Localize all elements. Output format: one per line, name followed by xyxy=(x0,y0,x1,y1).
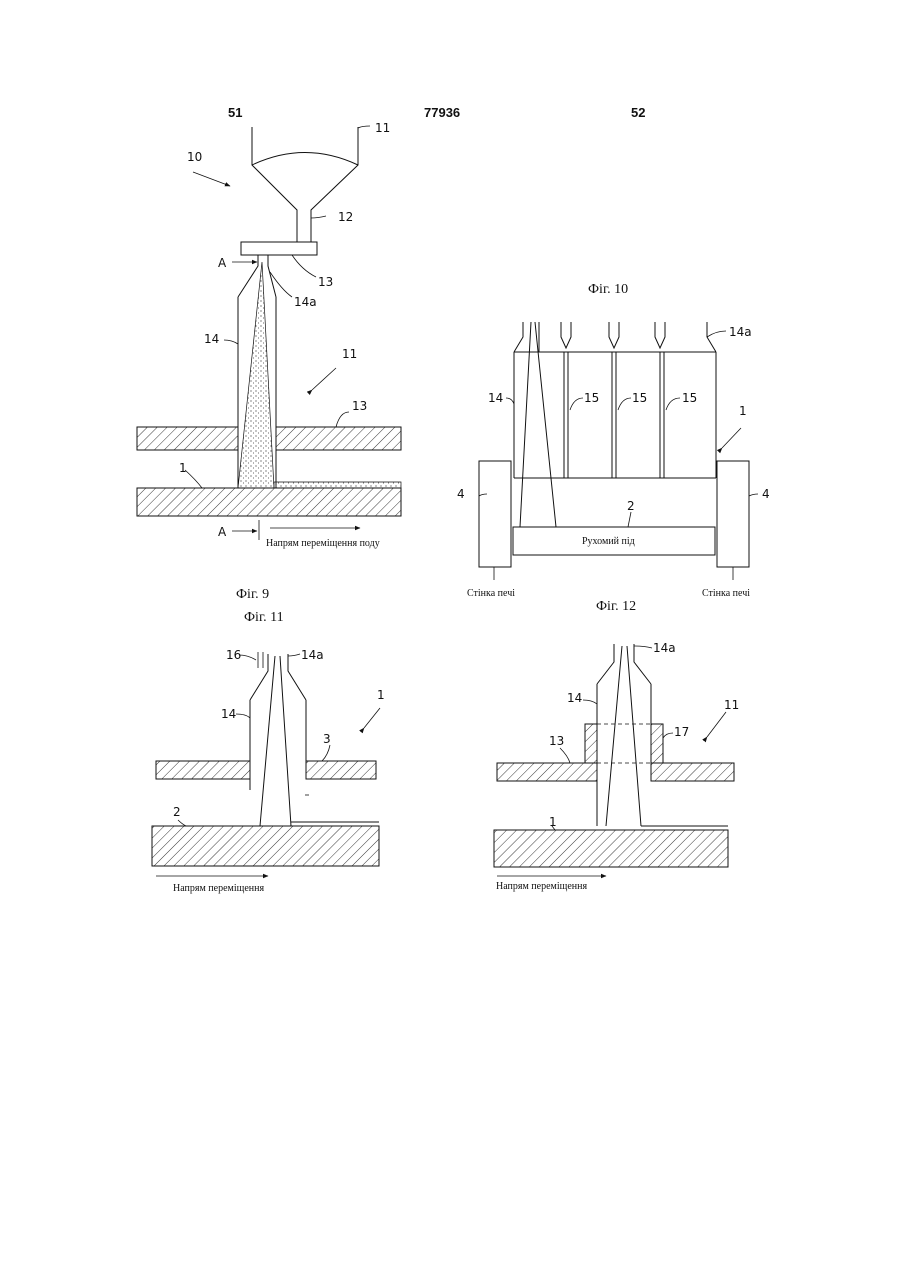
ref-11: 11 xyxy=(724,698,739,712)
figure-10-caption: Фіг. 10 xyxy=(588,282,628,297)
ref-14a: 14a xyxy=(294,295,317,309)
ref-1: 1 xyxy=(377,688,385,702)
ref-12: 12 xyxy=(338,210,353,224)
ref-14: 14 xyxy=(567,691,582,705)
ref-14a: 14a xyxy=(653,641,676,655)
ref-a-top: A xyxy=(218,256,227,270)
ref-15-second: 15 xyxy=(632,391,647,405)
figure-11-caption: Фіг. 11 xyxy=(244,610,284,625)
ref-11-hopper: 11 xyxy=(375,121,390,135)
ref-2: 2 xyxy=(627,499,635,513)
direction-label: Напрям переміщення xyxy=(496,881,587,892)
ref-17: 17 xyxy=(674,725,689,739)
ref-4-left: 4 xyxy=(457,487,465,501)
figure-9-caption: Фіг. 9 xyxy=(236,587,269,602)
direction-label: Напрям переміщення поду xyxy=(266,538,380,549)
ref-4-right: 4 xyxy=(762,487,770,501)
ref-13-wall: 13 xyxy=(352,399,367,413)
ref-16: 16 xyxy=(226,648,241,662)
ref-15-third: 15 xyxy=(682,391,697,405)
figure-11: Фіг. 11 16 14a 14 1 3 2 Напрям п xyxy=(152,610,385,894)
ref-15-first: 15 xyxy=(584,391,599,405)
ref-a-bottom: A xyxy=(218,525,227,539)
patent-number: 77936 xyxy=(424,105,460,120)
ref-1: 1 xyxy=(549,815,557,829)
page-number-right: 52 xyxy=(631,105,645,120)
ref-10: 10 xyxy=(187,150,202,164)
ref-14a: 14a xyxy=(729,325,752,339)
figure-12-caption: Фіг. 12 xyxy=(596,599,636,614)
figure-9: 10 11 12 A 13 14a 14 11 13 1 A Напрям пе… xyxy=(137,121,401,602)
furnace-wall-left: Стінка печі xyxy=(467,588,515,599)
ref-1: 1 xyxy=(179,461,187,475)
figure-12: Фіг. 12 14a 14 11 13 17 1 Н xyxy=(494,599,739,892)
moving-hearth-label: Рухомий під xyxy=(582,536,635,547)
figure-10: Фіг. 10 xyxy=(457,282,770,599)
ref-14: 14 xyxy=(488,391,503,405)
ref-3: 3 xyxy=(323,732,331,746)
furnace-wall-right: Стінка печі xyxy=(702,588,750,599)
ref-13: 13 xyxy=(549,734,564,748)
ref-2: 2 xyxy=(173,805,181,819)
ref-14: 14 xyxy=(204,332,219,346)
ref-13-nozzle: 13 xyxy=(318,275,333,289)
page-number-left: 51 xyxy=(228,105,242,120)
direction-label: Напрям переміщення xyxy=(173,883,264,894)
ref-14: 14 xyxy=(221,707,236,721)
ref-1: 1 xyxy=(739,404,747,418)
ref-14a: 14a xyxy=(301,648,324,662)
ref-11-mid: 11 xyxy=(342,347,357,361)
